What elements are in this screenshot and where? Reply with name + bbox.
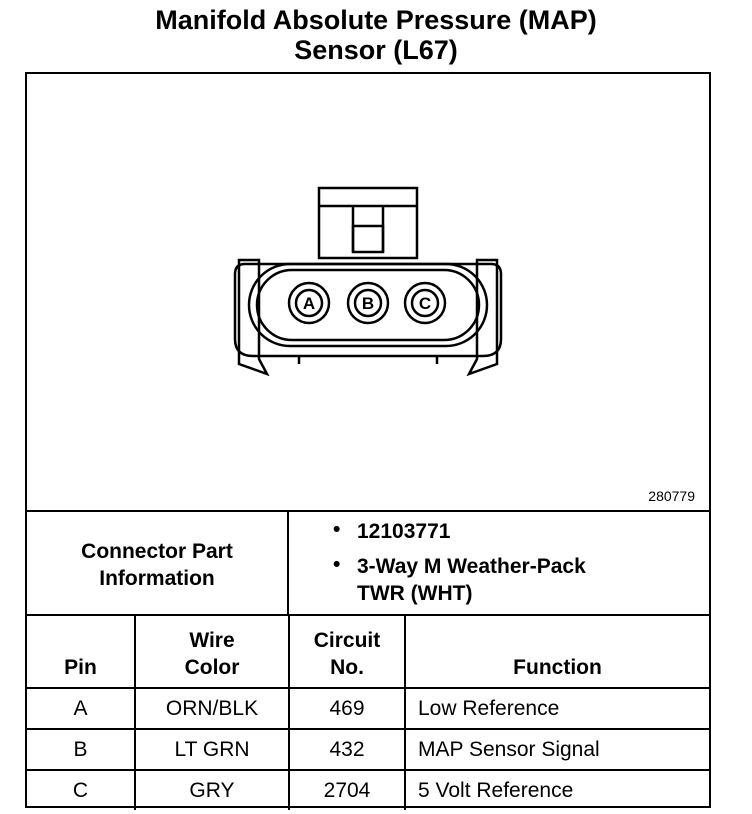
cell-pin: B <box>27 728 136 771</box>
header-wire-line2: Color <box>184 656 240 679</box>
connector-type: 3-Way M Weather-Pack <box>357 555 586 578</box>
cell-color: ORN/BLK <box>134 687 290 730</box>
page-title: Manifold Absolute Pressure (MAP) <box>155 5 597 35</box>
latch-tab <box>351 224 385 254</box>
header-pin: Pin <box>27 614 136 689</box>
table-header-row: Pin Wire Color Circuit No. Function <box>27 614 709 689</box>
cell-color: GRY <box>134 769 290 810</box>
pin-b-outer <box>346 281 390 325</box>
cell-pin: A <box>27 687 136 730</box>
header-circuit-line2: No. <box>330 656 364 679</box>
pin-b-inner <box>353 288 383 318</box>
cell-color: LT GRN <box>134 728 290 771</box>
table-row: C GRY 2704 5 Volt Reference <box>27 769 709 810</box>
pinout-table: Pin Wire Color Circuit No. Function A OR… <box>27 614 709 810</box>
header-circuit: Circuit No. <box>288 614 406 689</box>
header-wire-color: Wire Color <box>134 614 290 689</box>
pin-a-inner <box>294 288 324 318</box>
pin-c-label: C <box>419 294 431 313</box>
cell-circuit: 2704 <box>288 769 406 810</box>
left-wing <box>237 258 270 377</box>
pin-a-outer <box>287 281 331 325</box>
table-row: B LT GRN 432 MAP Sensor Signal <box>27 728 709 771</box>
cell-function: Low Reference <box>404 687 709 730</box>
latch-housing <box>317 186 419 260</box>
connector-face-drawing: A B C <box>233 186 503 377</box>
part-number: 12103771 <box>357 520 451 543</box>
header-wire-line1: Wire <box>189 629 235 652</box>
pin-b-label: B <box>362 294 374 313</box>
bullet-icon: • <box>333 518 341 541</box>
cell-function: MAP Sensor Signal <box>404 728 709 771</box>
cell-circuit: 432 <box>288 728 406 771</box>
cell-pin: C <box>27 769 136 810</box>
header-circuit-line1: Circuit <box>313 629 381 652</box>
figure-id: 280779 <box>648 488 695 504</box>
connector-frame: A B C 280779 Connector Part Information … <box>25 72 711 810</box>
connector-body <box>233 262 503 358</box>
connector-face-inner <box>255 268 481 342</box>
connector-face <box>247 262 489 348</box>
connector-info-label-line1: Connector Part <box>81 540 233 563</box>
table-row: A ORN/BLK 469 Low Reference <box>27 687 709 730</box>
pin-c-inner <box>410 288 440 318</box>
cell-function: 5 Volt Reference <box>404 769 709 810</box>
connector-diagram: A B C 280779 <box>27 74 709 512</box>
connector-info-list: • 12103771 • 3-Way M Weather-Pack TWR (W… <box>291 512 709 614</box>
header-function: Function <box>404 614 709 689</box>
bullet-icon: • <box>333 553 341 576</box>
connector-type-line2: TWR (WHT) <box>357 582 473 605</box>
pin-c-outer <box>403 281 447 325</box>
cell-circuit: 469 <box>288 687 406 730</box>
pin-a-label: A <box>303 294 315 313</box>
page-subtitle: Sensor (L67) <box>294 35 458 65</box>
connector-info-label: Connector Part Information <box>27 512 289 614</box>
connector-info-row: Connector Part Information • 12103771 • … <box>27 512 709 616</box>
connector-info-label-line2: Information <box>99 567 215 590</box>
right-wing <box>466 258 499 377</box>
